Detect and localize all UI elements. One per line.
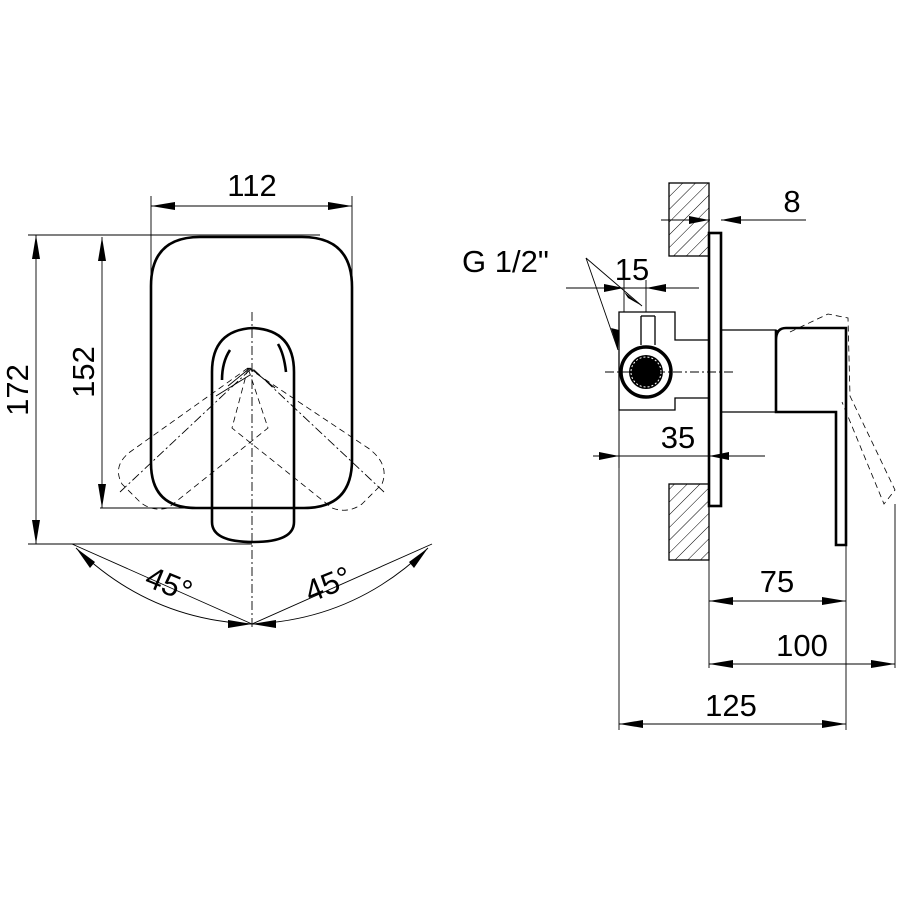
lever-mark-right xyxy=(276,343,288,373)
outlet-port-outer xyxy=(619,345,673,399)
lever-rotated-right-ghost xyxy=(231,367,385,511)
dim-angle-right: 45° xyxy=(251,547,429,628)
dim-offset: 15 xyxy=(566,252,699,312)
dim-outer-height-label: 172 xyxy=(0,364,35,416)
lever-ghost xyxy=(789,313,896,505)
lever-body xyxy=(774,326,848,547)
lever-rotated-left-ghost xyxy=(118,367,269,510)
dim-depth-100: 100 xyxy=(709,628,895,668)
dim-wall-plate-label: 8 xyxy=(783,184,800,219)
dim-depth-125: 125 xyxy=(619,688,846,728)
dim-body-depth-label: 35 xyxy=(661,420,695,455)
lever-mark-left xyxy=(220,349,232,381)
dim-angle-right-label: 45° xyxy=(300,559,357,609)
thread-callout: G 1/2" xyxy=(462,244,643,351)
angle-ray-left xyxy=(119,367,253,493)
dim-angle-left-label: 45° xyxy=(141,559,198,609)
side-view: 8 G 1/2" 15 35 xyxy=(462,182,896,730)
dim-depth-125-label: 125 xyxy=(705,688,757,723)
ext-angle-right xyxy=(251,543,433,625)
dim-body-depth: 35 xyxy=(593,410,765,468)
angle-ray-right xyxy=(251,367,385,493)
cover-plate-outline xyxy=(149,235,354,510)
dim-width-label: 112 xyxy=(227,168,276,203)
dim-width: 112 xyxy=(151,168,352,210)
dim-depth-75: 75 xyxy=(709,564,846,605)
dim-inner-height-label: 152 xyxy=(66,346,101,398)
lever-outline xyxy=(210,326,296,544)
dim-offset-label: 15 xyxy=(615,252,649,287)
indicator-line-a xyxy=(227,367,251,387)
dim-angle-left: 45° xyxy=(75,547,253,628)
wall-plate xyxy=(707,231,723,508)
dim-depth-75-label: 75 xyxy=(760,564,794,599)
dim-wall-plate: 8 xyxy=(661,184,806,224)
dim-inner-height: 152 xyxy=(66,237,106,508)
wall-section-bottom xyxy=(668,483,710,561)
thread-label: G 1/2" xyxy=(462,244,549,279)
dim-depth-100-label: 100 xyxy=(776,628,828,663)
ext-angle-left xyxy=(71,543,253,625)
cartridge-body xyxy=(720,329,777,413)
valve-body xyxy=(618,311,710,411)
dim-outer-height: 172 xyxy=(0,235,40,544)
front-view: 112 172 152 45° 45° xyxy=(0,168,433,628)
